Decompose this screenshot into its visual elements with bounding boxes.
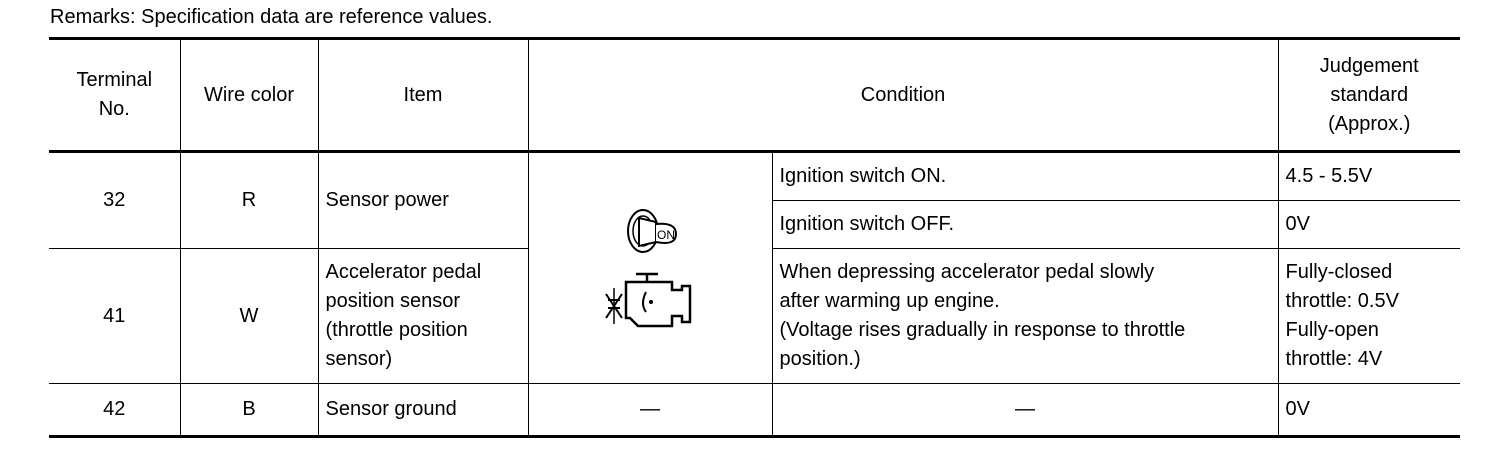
judgement-cell: 0V bbox=[1277, 200, 1461, 249]
item-cell: Sensor power bbox=[317, 151, 529, 249]
remarks-note: Remarks: Specification data are referenc… bbox=[50, 6, 493, 28]
header-item: Item bbox=[317, 37, 529, 153]
header-terminal-no: Terminal No. bbox=[49, 37, 181, 153]
table-row: 32 R Sensor power ON bbox=[49, 151, 1461, 384]
terminal-cell: 32 bbox=[49, 151, 181, 249]
item-cell: Accelerator pedal position sensor (throt… bbox=[317, 248, 529, 384]
condition-cell: Ignition switch ON. bbox=[771, 151, 1279, 201]
table-row: 41 W Accelerator pedal position sensor (… bbox=[49, 248, 1461, 384]
wire-color-cell: W bbox=[179, 248, 319, 384]
condition-cell: When depressing accelerator pedal slowly… bbox=[771, 248, 1279, 384]
condition-icon-cell: ON bbox=[527, 151, 773, 384]
terminal-cell: 41 bbox=[49, 248, 181, 384]
judgement-cell: 0V bbox=[1277, 383, 1461, 438]
terminal-spec-table: Terminal No. Wire color Item Condition J… bbox=[49, 37, 1461, 438]
condition-cell: — bbox=[771, 383, 1279, 438]
judgement-cell: 4.5 - 5.5V bbox=[1277, 151, 1461, 201]
header-wire-color: Wire color bbox=[179, 37, 319, 153]
terminal-cell: 42 bbox=[49, 383, 181, 438]
wire-color-cell: R bbox=[179, 151, 319, 249]
key-on-label: ON bbox=[657, 228, 675, 242]
condition-icon-cell: — bbox=[527, 383, 773, 438]
item-cell: Sensor ground bbox=[317, 383, 529, 438]
table-row: 42 B Sensor ground — — 0V bbox=[49, 383, 1461, 438]
ignition-key-icon: ON bbox=[627, 209, 678, 253]
header-judgement-standard: Judgement standard (Approx.) bbox=[1277, 37, 1461, 153]
header-row: Terminal No. Wire color Item Condition J… bbox=[49, 37, 1461, 153]
engine-icon bbox=[605, 272, 692, 328]
wire-color-cell: B bbox=[179, 383, 319, 438]
judgement-cell: Fully-closed throttle: 0.5V Fully-open t… bbox=[1277, 248, 1461, 384]
condition-cell: Ignition switch OFF. bbox=[772, 200, 1279, 249]
header-condition: Condition bbox=[527, 37, 1279, 153]
table-row: Ignition switch OFF. 0V bbox=[49, 200, 1461, 249]
